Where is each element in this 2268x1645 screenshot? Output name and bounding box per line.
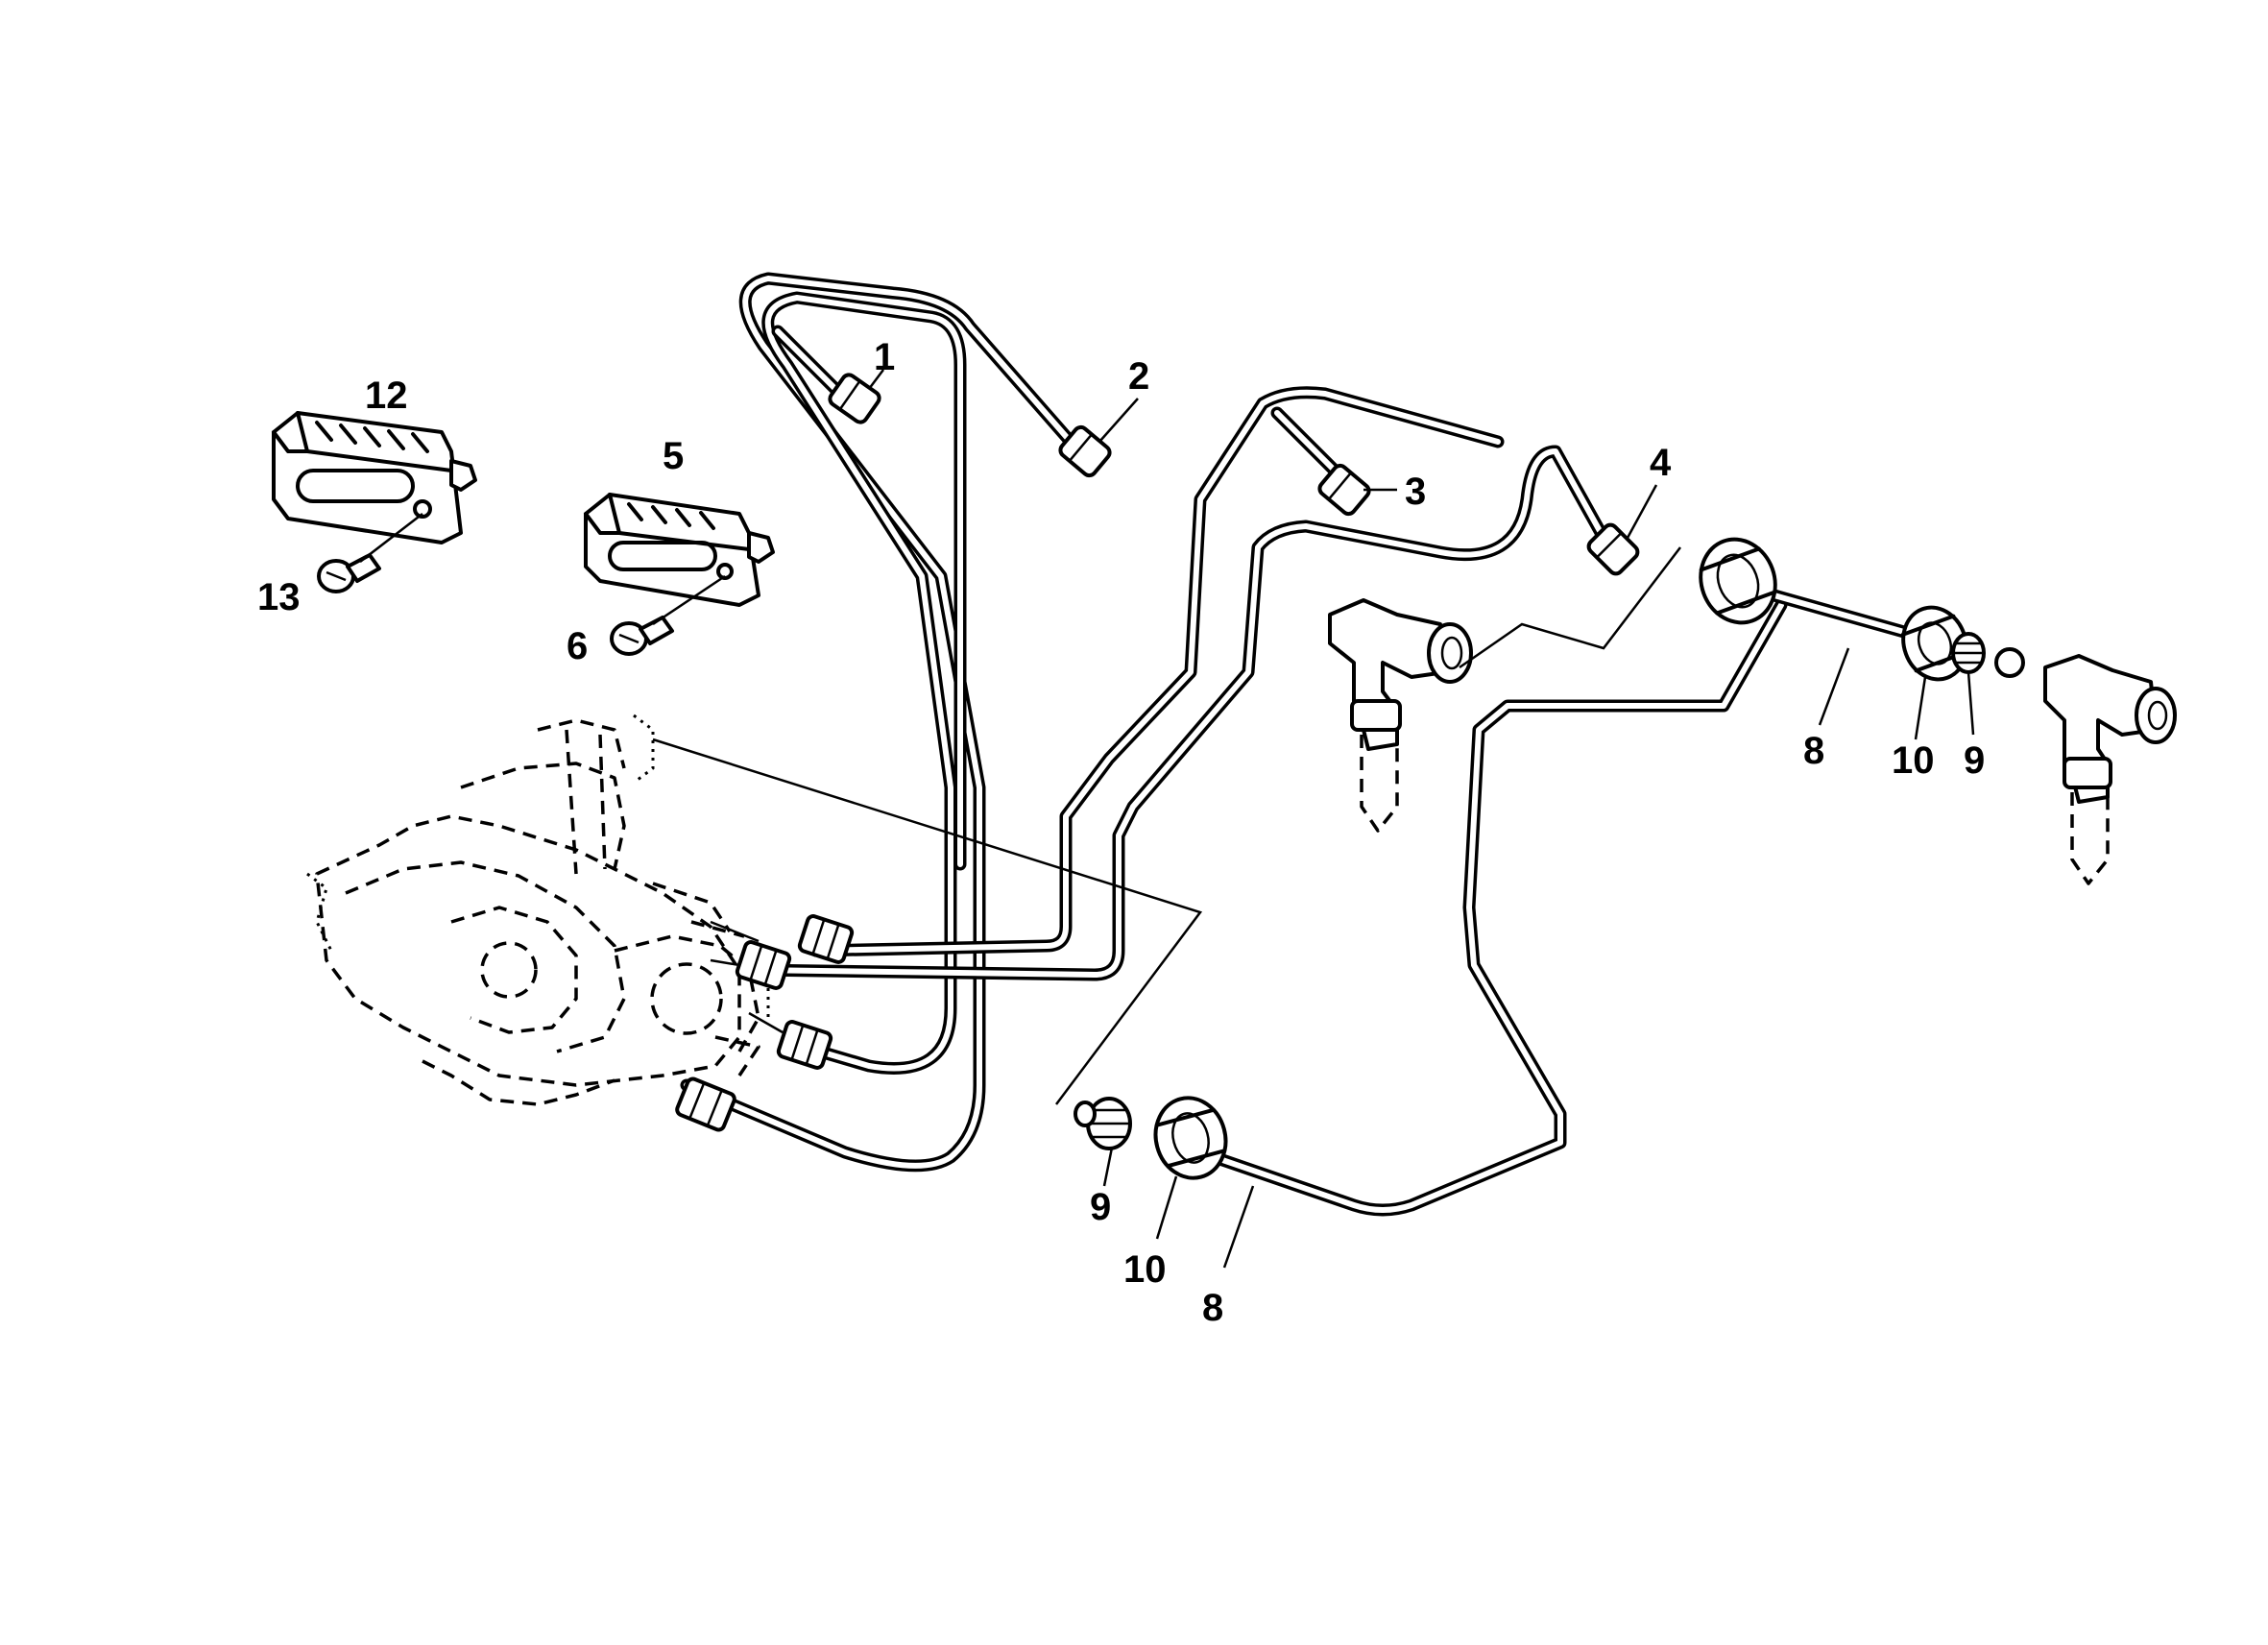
fuel-pipes — [680, 272, 1918, 1217]
injector-nut-1 — [828, 373, 881, 424]
injector-nut-2 — [1058, 424, 1112, 478]
callout-8-upper: 8 — [1803, 730, 1824, 772]
callout-13: 13 — [257, 576, 301, 618]
union-nut — [776, 1020, 833, 1070]
callout-2: 2 — [1128, 355, 1149, 398]
pipe-8-lower — [1194, 598, 1788, 1217]
callout-1: 1 — [874, 336, 895, 378]
pump-union-nuts — [675, 914, 855, 1132]
callout-8-lower: 8 — [1202, 1287, 1223, 1329]
screw-6 — [610, 616, 674, 656]
callout-9-lower: 9 — [1090, 1186, 1111, 1228]
callout-10-upper: 10 — [1892, 739, 1935, 782]
large-nut-lower — [1074, 1096, 1228, 1180]
callout-9-upper: 9 — [1964, 739, 1985, 782]
callout-6: 6 — [567, 625, 588, 667]
injector-nut-4 — [1586, 522, 1640, 576]
callout-labels: 1 2 3 4 5 6 12 13 8 10 9 9 10 8 — [257, 336, 1985, 1329]
injector-nut-3 — [1317, 463, 1371, 517]
callout-12: 12 — [365, 375, 408, 417]
injection-pump-outline — [306, 714, 770, 1106]
union-nut — [735, 940, 792, 990]
callout-4: 4 — [1650, 442, 1672, 484]
leader-lines — [359, 369, 1975, 1269]
callout-10-lower: 10 — [1123, 1248, 1167, 1291]
union-nut — [675, 1077, 736, 1132]
pipe-3 — [809, 386, 1505, 957]
clamp-5 — [584, 493, 775, 607]
clamp-12 — [272, 411, 477, 544]
screw-13 — [317, 553, 381, 593]
union-nut — [797, 914, 855, 964]
pipe-4 — [747, 445, 1610, 981]
callout-3: 3 — [1405, 471, 1426, 513]
callout-5: 5 — [663, 435, 684, 477]
large-nut-upper — [1699, 537, 2025, 682]
pipe-2 — [680, 272, 1077, 1173]
olive-upper — [1951, 632, 1986, 674]
injector-left — [1328, 598, 1473, 833]
injector-right — [2043, 654, 2177, 885]
